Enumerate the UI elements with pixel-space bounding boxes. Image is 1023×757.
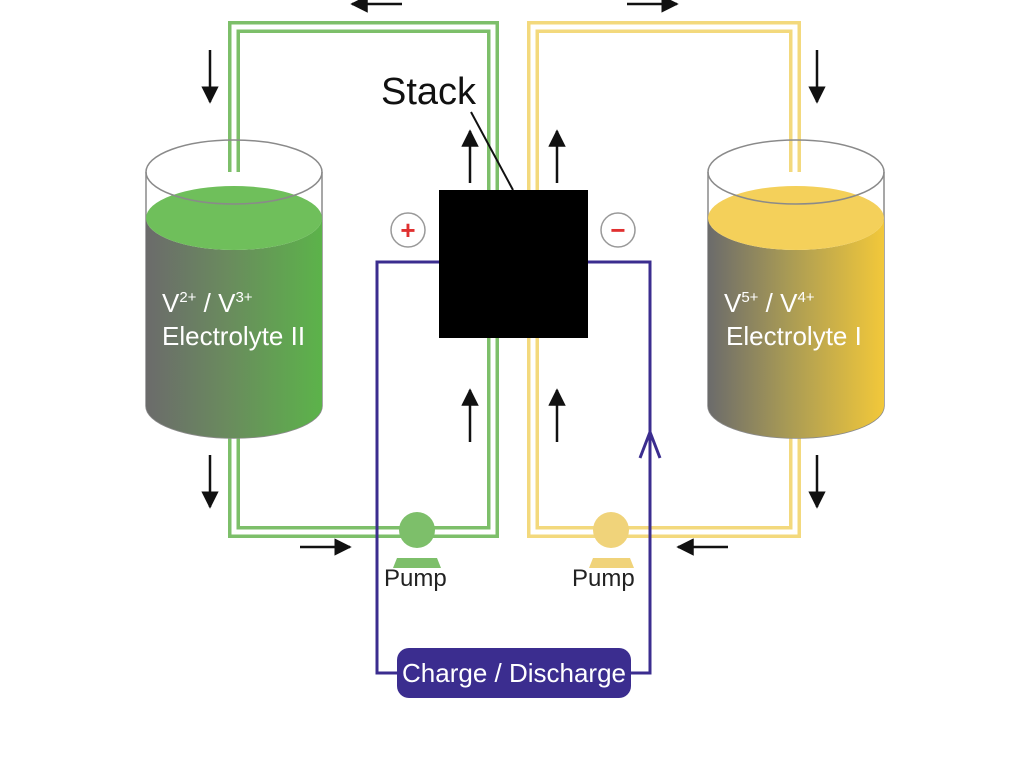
charge-discharge-box: Charge / Discharge — [397, 648, 631, 698]
external-circuit — [375, 260, 652, 675]
current-direction-arrow — [638, 427, 662, 459]
svg-text:+: + — [400, 215, 415, 245]
left-pump-icon — [393, 512, 441, 568]
right-tank: V5+ / V4+ Electrolyte I — [707, 139, 885, 439]
right-pump-icon — [589, 512, 634, 568]
right-tank-name: Electrolyte I — [726, 321, 862, 351]
svg-text:−: − — [610, 215, 625, 245]
left-pump-label: Pump — [384, 565, 447, 592]
left-tank-name: Electrolyte II — [162, 321, 305, 351]
flow-arrows — [201, 0, 826, 556]
stack: Stack — [381, 71, 588, 338]
right-pump-label: Pump — [572, 565, 635, 592]
charge-discharge-label: Charge / Discharge — [402, 658, 626, 688]
left-tank-liquid — [146, 218, 322, 438]
svg-text:V2+ / V3+: V2+ / V3+ — [162, 288, 253, 318]
svg-text:V5+ / V4+: V5+ / V4+ — [724, 288, 815, 318]
negative-terminal: − — [600, 212, 636, 248]
right-tank-liquid — [708, 218, 884, 438]
left-tank: V2+ / V3+ Electrolyte II — [145, 139, 323, 439]
positive-terminal: + — [390, 212, 426, 248]
stack-label: Stack — [381, 71, 477, 113]
